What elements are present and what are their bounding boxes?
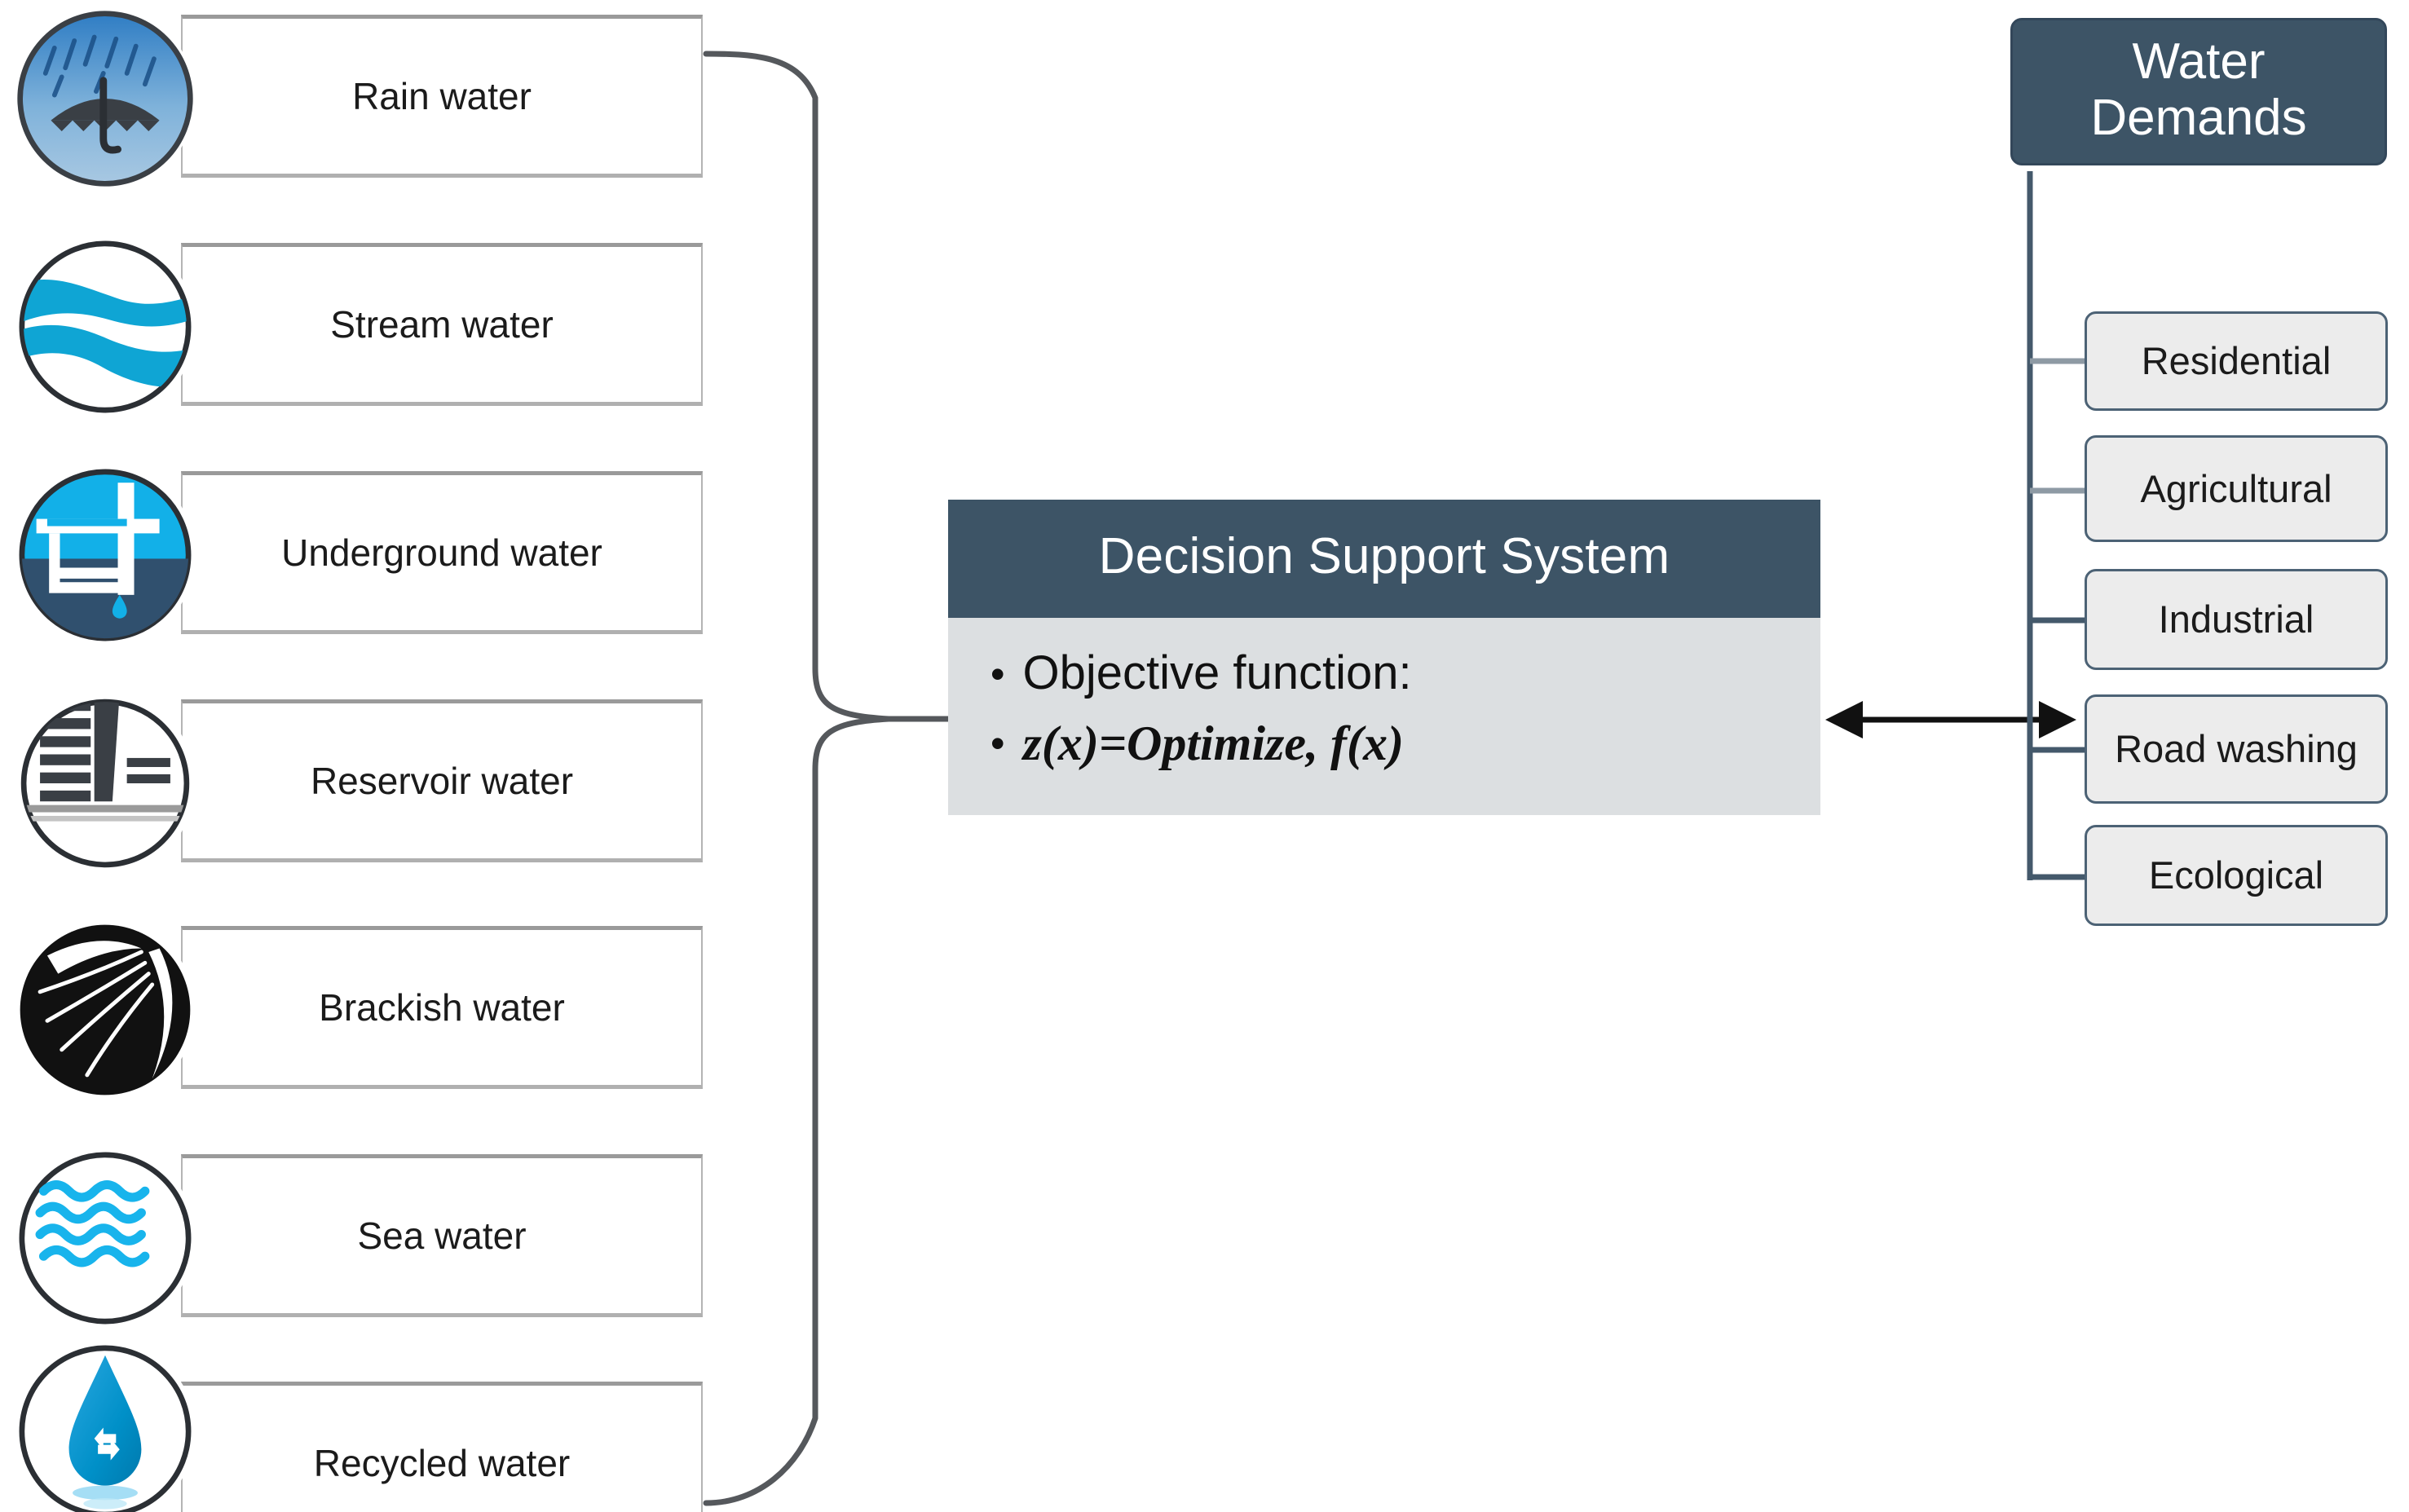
- source-row: Rain water: [0, 8, 717, 189]
- source-box-rain-water[interactable]: Rain water: [181, 15, 703, 178]
- dss-title: Decision Support System: [948, 500, 1820, 618]
- demand-label: Agricultural: [2140, 466, 2332, 510]
- dss-objective-formula: z(x)=Optimize, f(x): [1022, 716, 1404, 770]
- source-box-recycled-water[interactable]: Recycled water: [181, 1382, 703, 1512]
- dss-bullet-item: • z(x)=Optimize, f(x): [948, 708, 1820, 779]
- water-demands-header: Water Demands: [2010, 18, 2387, 165]
- source-label: Stream water: [330, 302, 554, 346]
- source-row: Brackish water: [0, 919, 717, 1100]
- rain-water-icon: [15, 8, 196, 189]
- source-row: Sea water: [0, 1148, 717, 1329]
- source-label: Reservoir water: [310, 759, 574, 802]
- bullet-marker-icon: •: [991, 720, 1005, 766]
- source-row: Recycled water: [0, 1341, 717, 1512]
- source-row: Reservoir water: [0, 693, 717, 874]
- demand-label: Ecological: [2148, 853, 2324, 897]
- demand-label: Industrial: [2158, 597, 2314, 641]
- demand-box-residential[interactable]: Residential: [2085, 311, 2388, 411]
- demand-box-agricultural[interactable]: Agricultural: [2085, 435, 2388, 542]
- demand-box-road-washing[interactable]: Road washing: [2085, 694, 2388, 804]
- source-box-reservoir-water[interactable]: Reservoir water: [181, 699, 703, 862]
- sea-water-icon: [15, 1148, 196, 1329]
- recycled-water-icon: [15, 1341, 196, 1512]
- source-box-stream-water[interactable]: Stream water: [181, 243, 703, 406]
- demand-label: Road washing: [2115, 727, 2358, 771]
- source-row: Underground water: [0, 465, 717, 646]
- demand-box-ecological[interactable]: Ecological: [2085, 825, 2388, 926]
- water-demands-title-line1: Water: [2132, 33, 2266, 90]
- underground-water-icon: [15, 465, 196, 646]
- source-box-underground-water[interactable]: Underground water: [181, 471, 703, 634]
- source-label: Rain water: [352, 74, 532, 117]
- dss-body: • Objective function: • z(x)=Optimize, f…: [948, 618, 1820, 815]
- bullet-marker-icon: •: [991, 651, 1005, 697]
- brackish-water-icon: [15, 919, 196, 1100]
- dss-bullet-item: • Objective function:: [948, 639, 1820, 708]
- demand-box-industrial[interactable]: Industrial: [2085, 569, 2388, 670]
- decision-support-system-panel: Decision Support System • Objective func…: [948, 500, 1820, 815]
- source-box-sea-water[interactable]: Sea water: [181, 1154, 703, 1317]
- source-label: Underground water: [281, 531, 602, 574]
- stream-water-icon: [15, 236, 196, 417]
- source-row: Stream water: [0, 236, 717, 417]
- source-box-brackish-water[interactable]: Brackish water: [181, 926, 703, 1089]
- demand-label: Residential: [2141, 339, 2332, 383]
- dss-bullet-text: Objective function:: [1022, 646, 1412, 699]
- source-label: Brackish water: [319, 985, 565, 1029]
- source-label: Recycled water: [313, 1441, 571, 1484]
- water-demands-title-line2: Demands: [2090, 90, 2307, 147]
- reservoir-water-icon: [15, 693, 196, 874]
- source-label: Sea water: [357, 1214, 527, 1257]
- double-headed-arrow-icon: [1820, 683, 2081, 756]
